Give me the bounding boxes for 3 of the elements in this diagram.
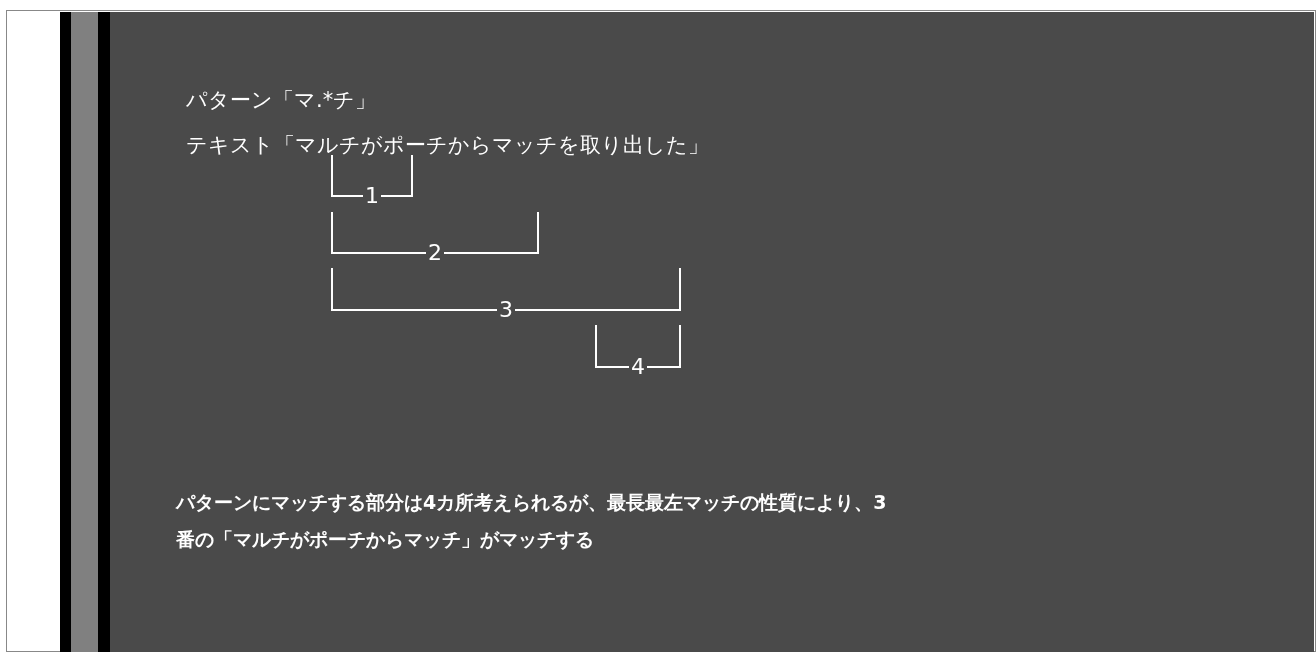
note-text: パターンにマッチする部分は4カ所考えられるが、最長最左マッチの性質により、3番の「マルチがポーチからマッチ」がマッチする (176, 490, 888, 552)
heading-text: パターン「マ.*チ」 (186, 87, 377, 114)
heading-text: テキスト「マルチがポーチからマッチを取り出した」 (186, 132, 709, 159)
